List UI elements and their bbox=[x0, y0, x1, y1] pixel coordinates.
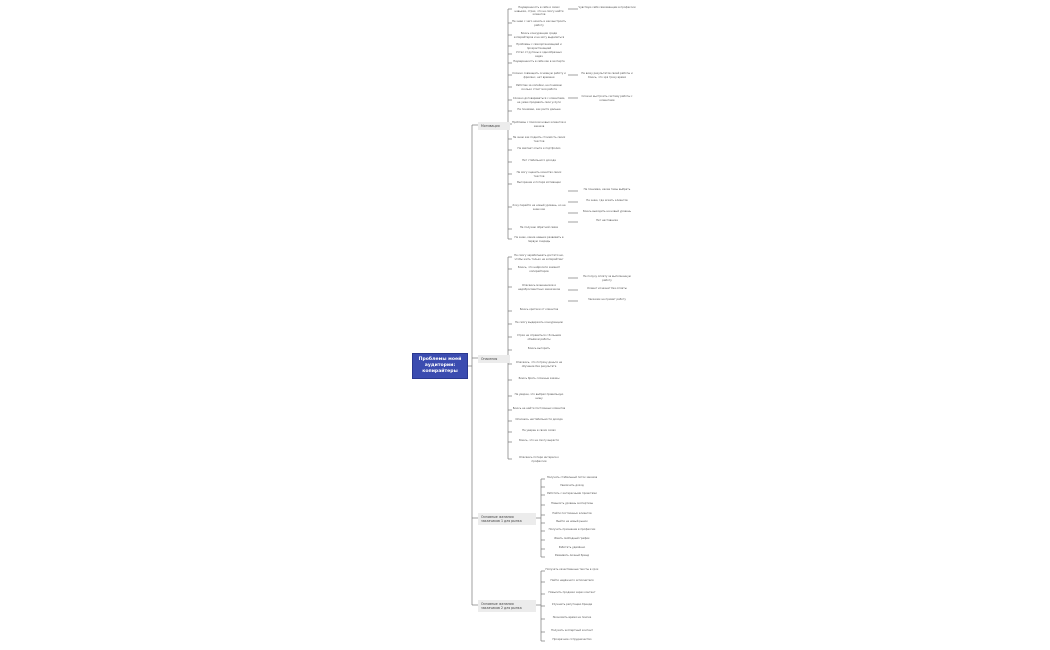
leaf-node[interactable]: Получать экспертный контент bbox=[551, 629, 593, 632]
leaf-node[interactable]: Выйти на новый рынок bbox=[556, 520, 588, 523]
leaf-node[interactable]: Не могу оценить качество своих текстов bbox=[516, 171, 562, 178]
leaf-node[interactable]: Опасаюсь, что потрачу деньги на обучение… bbox=[515, 361, 563, 368]
sub-leaf-node[interactable]: Не получу оплату за выполненную работу bbox=[583, 275, 631, 282]
leaf-node[interactable]: Опасаюсь мошенников и недобросовестных з… bbox=[517, 284, 561, 291]
leaf-node[interactable]: Не получаю обратной связи bbox=[519, 226, 559, 229]
leaf-node[interactable]: Не смогу зарабатывать достаточно, чтобы … bbox=[514, 254, 564, 261]
branch-node[interactable]: Мотивация bbox=[478, 122, 510, 131]
leaf-node[interactable]: Не уверен в своих силах bbox=[522, 429, 556, 432]
leaf-node[interactable]: Работать с интересными проектами bbox=[547, 492, 597, 495]
branch-node[interactable]: Основные желания заказчиков 2 для рынка bbox=[478, 600, 536, 613]
sub-leaf-node[interactable]: Чувствую себя самозванцем в профессии bbox=[578, 6, 636, 9]
leaf-node[interactable]: Получать стабильный поток заказов bbox=[546, 476, 598, 479]
leaf-node[interactable]: Не знаю, какие навыки развивать в первую… bbox=[514, 236, 564, 243]
leaf-node[interactable]: Прозрачное сотрудничество bbox=[552, 638, 592, 641]
sub-leaf-node[interactable]: Боюсь выходить на новый уровень bbox=[583, 210, 631, 213]
root-node[interactable]: Проблемы моей аудитории: копирайтеры bbox=[412, 353, 468, 379]
leaf-node[interactable]: Сложно договариваться с клиентами, не ум… bbox=[512, 97, 566, 104]
leaf-node[interactable]: Боюсь выгореть bbox=[527, 347, 551, 350]
leaf-node[interactable]: Опасаюсь нестабильности дохода bbox=[515, 418, 563, 421]
leaf-node[interactable]: Страх не справиться с большим объёмом ра… bbox=[516, 334, 562, 341]
leaf-node[interactable]: Иметь свободный график bbox=[554, 537, 590, 540]
sub-leaf-node[interactable]: Заказчик не примет работу bbox=[588, 298, 626, 301]
leaf-node[interactable]: Боюсь брать сложные заказы bbox=[518, 377, 560, 380]
sub-leaf-node[interactable]: Сложно выстроить систему работы с клиент… bbox=[581, 95, 633, 102]
leaf-node[interactable]: Не смогу выдержать конкуренцию bbox=[515, 321, 563, 324]
sub-leaf-node[interactable]: Нет наставника bbox=[596, 219, 618, 222]
leaf-node[interactable]: Устал от рутины и однообразных задач bbox=[516, 51, 562, 58]
leaf-node[interactable]: Боюсь, что не смогу вырасти bbox=[519, 439, 559, 442]
leaf-node[interactable]: Неуверенность в себе как в эксперте bbox=[513, 60, 565, 63]
leaf-node[interactable]: Проблемы с самоорганизацией и прокрастин… bbox=[516, 43, 562, 50]
leaf-node[interactable]: Работать удалённо bbox=[558, 546, 586, 549]
sub-leaf-node[interactable]: Не понимаю, какие темы выбрать bbox=[583, 188, 631, 191]
leaf-node[interactable]: Получить признание в профессии bbox=[548, 528, 596, 531]
leaf-node[interactable]: Получать качественные тексты в срок bbox=[545, 568, 599, 571]
leaf-node[interactable]: Неуверенность в себе и своих навыках, ст… bbox=[514, 6, 564, 16]
leaf-node[interactable]: Найти постоянных клиентов bbox=[552, 512, 592, 515]
leaf-node[interactable]: Боюсь, что нейросети заменят копирайтеро… bbox=[517, 266, 561, 273]
sub-leaf-node[interactable]: Не вижу результатов своей работы и боюсь… bbox=[581, 72, 633, 79]
sub-leaf-node[interactable]: Не знаю, где искать клиентов bbox=[586, 199, 628, 202]
leaf-node[interactable]: Не знаю с чего начать и как выстроить ра… bbox=[512, 20, 566, 27]
leaf-node[interactable]: Боюсь не найти постоянных клиентов bbox=[512, 407, 566, 410]
leaf-node[interactable]: Улучшить репутацию бренда bbox=[551, 603, 593, 606]
leaf-node[interactable]: Повысить продажи через контент bbox=[548, 591, 596, 594]
leaf-node[interactable]: Увеличить доход bbox=[560, 484, 584, 487]
leaf-node[interactable]: Боюсь критики от клиентов bbox=[519, 308, 559, 311]
leaf-node[interactable]: Боюсь конкуренции среди копирайтеров и н… bbox=[513, 32, 565, 39]
leaf-node[interactable]: Нет стабильного дохода bbox=[522, 159, 556, 162]
leaf-node[interactable]: Не знаю как поднять стоимость своих текс… bbox=[512, 136, 566, 143]
leaf-node[interactable]: Повысить уровень экспертизы bbox=[550, 502, 593, 505]
leaf-node[interactable]: Хочу перейти на новый уровень, но не зна… bbox=[512, 204, 566, 211]
leaf-node[interactable]: Выгорание и потеря мотивации bbox=[517, 181, 561, 184]
leaf-node[interactable]: Опасаюсь потери интереса к профессии bbox=[519, 456, 559, 463]
leaf-node[interactable]: Не понимаю, как расти дальше bbox=[517, 108, 561, 111]
leaf-node[interactable]: Не хватает опыта и портфолио bbox=[517, 147, 561, 150]
leaf-node[interactable]: Экономить время на поиске bbox=[552, 616, 592, 619]
branch-node[interactable]: Опасения bbox=[478, 355, 510, 364]
branch-node[interactable]: Основные желания заказчиков 1 для рынка bbox=[478, 513, 536, 526]
leaf-node[interactable]: Проблемы с поиском новых клиентов и зака… bbox=[512, 121, 567, 128]
sub-leaf-node[interactable]: Клиент исчезнет без оплаты bbox=[587, 287, 627, 290]
leaf-node[interactable]: Сложно совмещать основную работу и фрила… bbox=[512, 72, 566, 79]
leaf-node[interactable]: Развивать личный бренд bbox=[554, 554, 590, 557]
leaf-node[interactable]: Не уверен, что выбрал правильную нишу bbox=[514, 393, 564, 400]
leaf-node[interactable]: Работаю за копейки, не понимаю сколько с… bbox=[516, 84, 562, 91]
leaf-node[interactable]: Найти надёжного исполнителя bbox=[550, 579, 594, 582]
